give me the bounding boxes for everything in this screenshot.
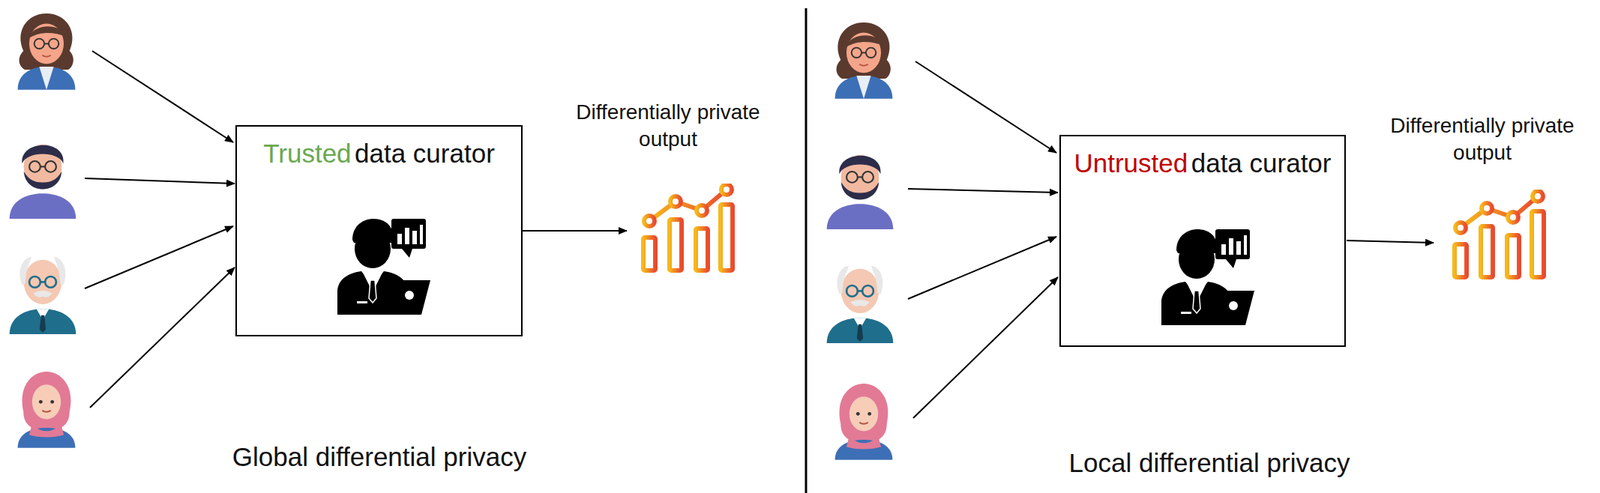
trust-word: Untrusted [1074,148,1189,178]
box-heading: data curator [1191,148,1332,178]
trust-word: Trusted [263,138,351,168]
panel-caption: Local differential privacy [999,446,1420,480]
output-label: Differentially private output [1369,112,1596,167]
curator-box: Untrusted data curator [1059,134,1346,348]
output-label: Differentially private output [551,98,785,153]
curator-box: Trusted data curator [235,125,523,337]
panel-caption: Global differential privacy [169,440,590,474]
box-heading: data curator [354,138,495,168]
